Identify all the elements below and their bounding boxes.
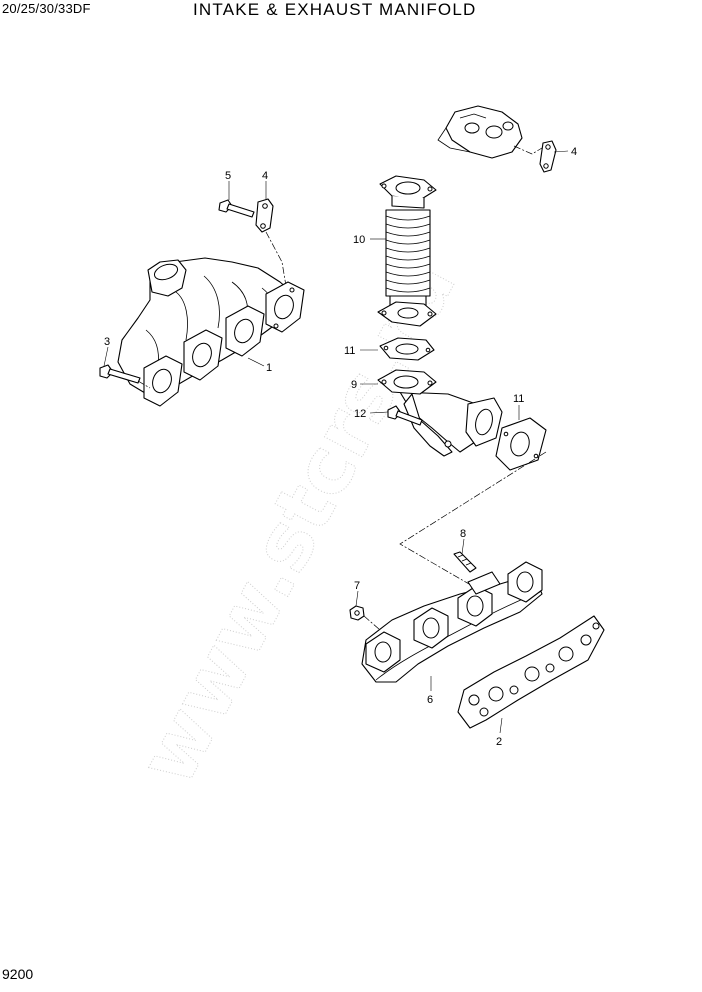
exhaust-gasket [457, 615, 605, 729]
callout-5: 5 [225, 170, 231, 182]
callout-10: 10 [353, 234, 365, 246]
callout-4-intake: 4 [262, 170, 268, 182]
intake-manifold [117, 257, 305, 407]
page-number: 9200 [2, 966, 34, 982]
bolt-3 [99, 364, 151, 389]
bolt-12 [387, 405, 423, 426]
callout-1: 1 [266, 362, 272, 374]
flex-pipe [377, 175, 437, 327]
engine-block-fragment [437, 105, 543, 159]
callout-2: 2 [496, 736, 502, 748]
exhaust-manifold [361, 561, 543, 683]
callout-11-round: 11 [344, 345, 355, 357]
gasket-11-round [379, 337, 435, 361]
leader-lines [103, 150, 569, 734]
callout-11-square: 11 [513, 393, 524, 405]
stud-8 [453, 551, 477, 573]
callouts: 5 4 3 1 4 10 11 9 12 11 8 7 6 2 [104, 146, 577, 748]
callout-9: 9 [351, 379, 357, 391]
bolt-5 [218, 199, 255, 218]
callout-12: 12 [354, 408, 366, 420]
callout-7: 7 [354, 580, 360, 592]
callout-4-upper: 4 [571, 146, 577, 158]
exhaust-elbow [377, 369, 503, 457]
bracket-4-upper [539, 140, 557, 173]
page-title: INTAKE & EXHAUST MANIFOLD [193, 0, 477, 19]
alignment-line [399, 451, 547, 589]
nut-7 [349, 605, 381, 631]
bracket-4-intake [255, 198, 287, 287]
callout-3: 3 [104, 336, 110, 348]
callout-6: 6 [427, 694, 433, 706]
callout-8: 8 [460, 528, 466, 540]
model-code: 20/25/30/33DF [2, 1, 91, 16]
gasket-11-square [495, 417, 547, 471]
